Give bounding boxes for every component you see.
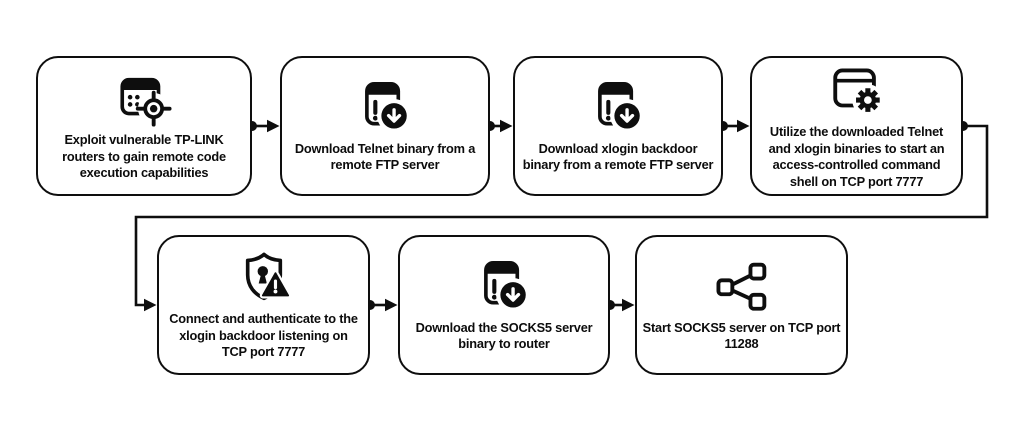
node-label-line: Download Telnet binary from a bbox=[294, 140, 476, 156]
flow-node-start-socks5: Start SOCKS5 server on TCP port 11288 bbox=[635, 235, 848, 375]
shield-warning-icon bbox=[245, 252, 291, 301]
node-label-line: access-controlled command bbox=[772, 157, 941, 172]
node-label-line: Download xlogin backdoor bbox=[538, 140, 698, 156]
app-download-alert-icon bbox=[365, 81, 411, 133]
node-label-line: 11288 bbox=[724, 336, 759, 351]
node-label: Exploit vulnerable TP-LINK routers to ga… bbox=[62, 132, 226, 182]
node-label: Connect and authenticate to the xlogin b… bbox=[169, 311, 358, 361]
node-label: Download xlogin backdoor binary from a r… bbox=[523, 141, 714, 174]
node-label-line: Start SOCKS5 server on TCP port bbox=[642, 319, 841, 335]
node-label-line: binary from a remote FTP server bbox=[522, 157, 714, 172]
flow-node-download-xlogin: Download xlogin backdoor binary from a r… bbox=[513, 56, 723, 196]
exploit-target-icon bbox=[120, 78, 172, 127]
node-label-line: execution capabilities bbox=[79, 165, 209, 181]
flow-node-authenticate-backdoor: Connect and authenticate to the xlogin b… bbox=[157, 235, 370, 375]
network-share-icon bbox=[716, 262, 766, 311]
app-gear-icon bbox=[832, 68, 884, 116]
node-label-line: remote FTP server bbox=[330, 157, 440, 172]
flow-node-start-command-shell: Utilize the downloaded Telnet and xlogin… bbox=[750, 56, 963, 196]
node-label-line: shell on TCP port 7777 bbox=[789, 173, 924, 189]
node-label: Start SOCKS5 server on TCP port 11288 bbox=[643, 320, 841, 353]
node-label-line: Download the SOCKS5 server bbox=[415, 319, 593, 335]
app-download-alert-icon bbox=[484, 260, 530, 312]
node-label-line: xlogin backdoor listening on bbox=[179, 327, 348, 343]
node-label: Utilize the downloaded Telnet and xlogin… bbox=[769, 124, 945, 190]
flow-node-exploit-routers: Exploit vulnerable TP-LINK routers to ga… bbox=[36, 56, 252, 196]
node-label-line: Utilize the downloaded Telnet bbox=[769, 124, 944, 139]
flow-node-download-telnet: Download Telnet binary from a remote FTP… bbox=[280, 56, 490, 196]
node-label: Download Telnet binary from a remote FTP… bbox=[295, 141, 475, 174]
node-label-line: Connect and authenticate to the bbox=[169, 311, 358, 327]
flow-node-download-socks5: Download the SOCKS5 server binary to rou… bbox=[398, 235, 610, 375]
node-label-line: routers to gain remote code bbox=[62, 148, 226, 164]
app-download-alert-icon bbox=[598, 81, 644, 133]
node-label-line: and xlogin binaries to start an bbox=[768, 140, 945, 156]
node-label-line: TCP port 7777 bbox=[221, 344, 306, 360]
node-label: Download the SOCKS5 server binary to rou… bbox=[416, 320, 593, 353]
node-label-line: binary to router bbox=[458, 336, 550, 351]
node-label-line: Exploit vulnerable TP-LINK bbox=[64, 132, 224, 148]
